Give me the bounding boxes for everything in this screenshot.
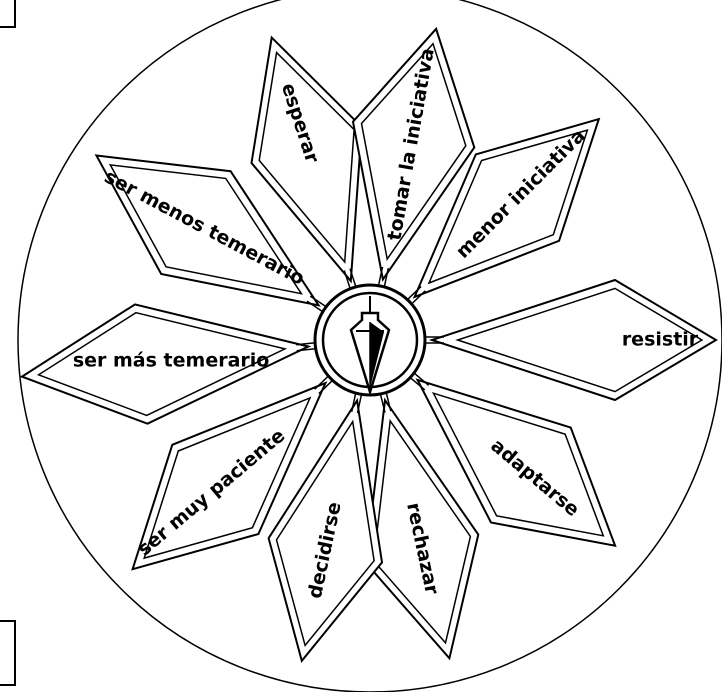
center-hub [315, 285, 425, 395]
petal-label-resistir: resistir [622, 329, 699, 351]
petal-label-ser-mas-temerario: ser más temerario [73, 349, 270, 371]
